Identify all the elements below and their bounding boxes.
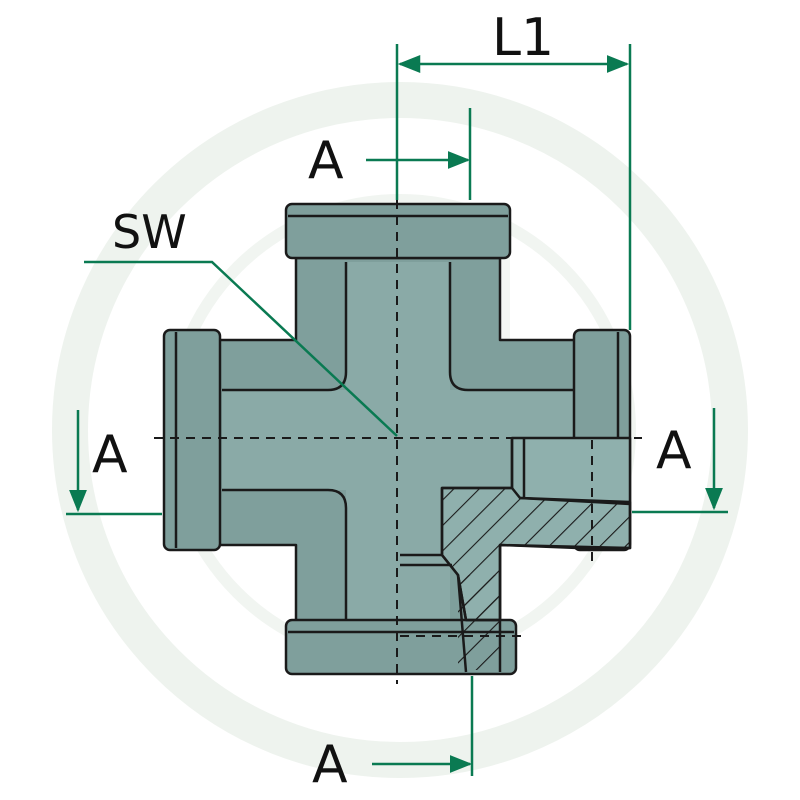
dimension-lines xyxy=(66,44,728,776)
section-right-label: A xyxy=(656,421,692,481)
sw-leader-line xyxy=(84,260,398,437)
section-left-label: A xyxy=(92,425,128,485)
section-thread-bottom-fill xyxy=(458,575,500,670)
sw-label: SW xyxy=(112,205,187,259)
section-top-label: A xyxy=(308,131,344,191)
bore-contour-lower-left xyxy=(222,488,348,620)
section-bottom-label: A xyxy=(312,735,348,795)
center-lines xyxy=(154,200,642,684)
l1-label: L1 xyxy=(492,8,554,68)
section-thread-right xyxy=(510,438,631,506)
left-nut xyxy=(162,328,222,552)
bore-contour-upper-right xyxy=(448,262,574,392)
